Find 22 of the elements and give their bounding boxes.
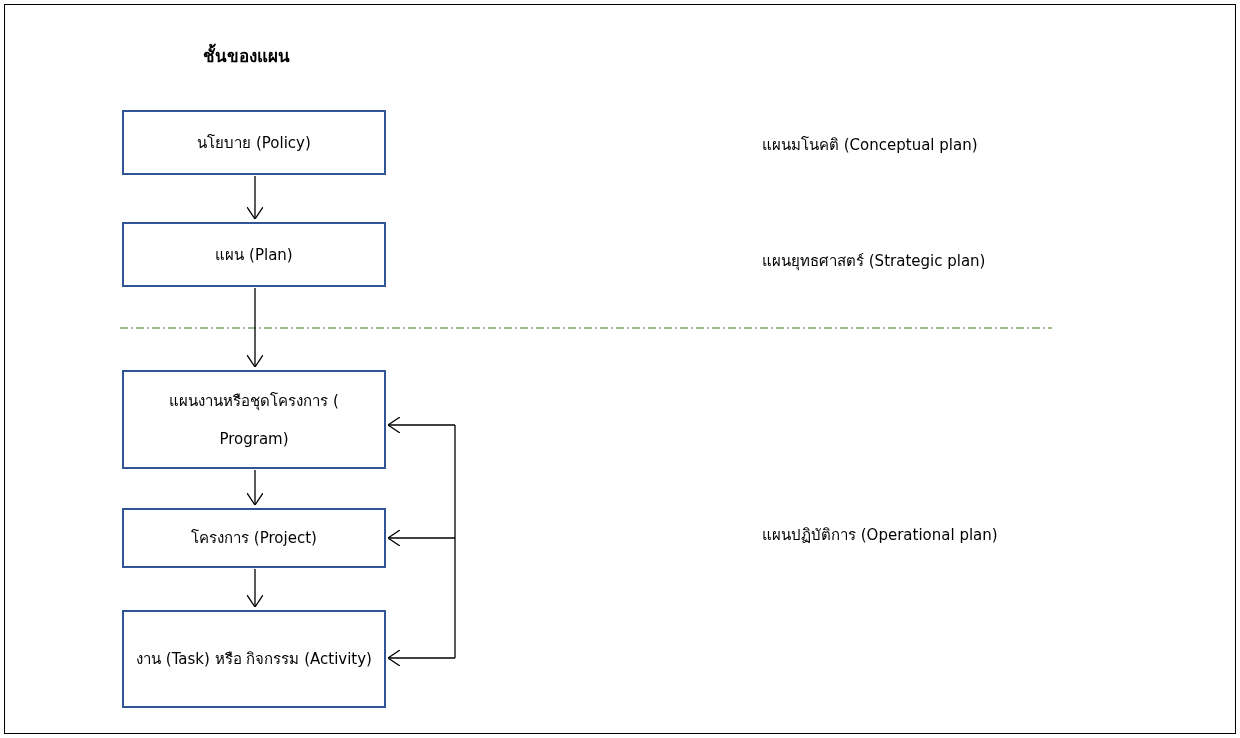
- plan-level-label: แผนปฏิบัติการ (Operational plan): [762, 525, 998, 546]
- box-label: โครงการ (Project): [191, 528, 317, 549]
- process-box: [122, 508, 386, 568]
- arrow: [246, 568, 264, 608]
- plan-level-label: แผนยุทธศาสตร์ (Strategic plan): [762, 251, 986, 273]
- arrow: [246, 287, 264, 368]
- process-box: [122, 110, 386, 175]
- process-box: [122, 610, 386, 708]
- arrow: [387, 649, 456, 667]
- box-label: แผนงานหรือชุดโครงการ ( Program): [168, 390, 340, 450]
- arrow: [246, 175, 264, 220]
- box-label: งาน (Task) หรือ กิจกรรม (Activity): [136, 649, 372, 670]
- title: ชั้นของแผน: [203, 44, 290, 70]
- plan-level-label: แผนมโนคติ (Conceptual plan): [762, 135, 978, 156]
- box-label: นโยบาย (Policy): [197, 132, 311, 154]
- process-box: [122, 222, 386, 287]
- arrow: [246, 469, 264, 506]
- box-label: แผน (Plan): [215, 244, 293, 266]
- arrow: [387, 529, 456, 547]
- process-box: [122, 370, 386, 469]
- arrow: [387, 416, 456, 434]
- bracket-line: [454, 424, 456, 659]
